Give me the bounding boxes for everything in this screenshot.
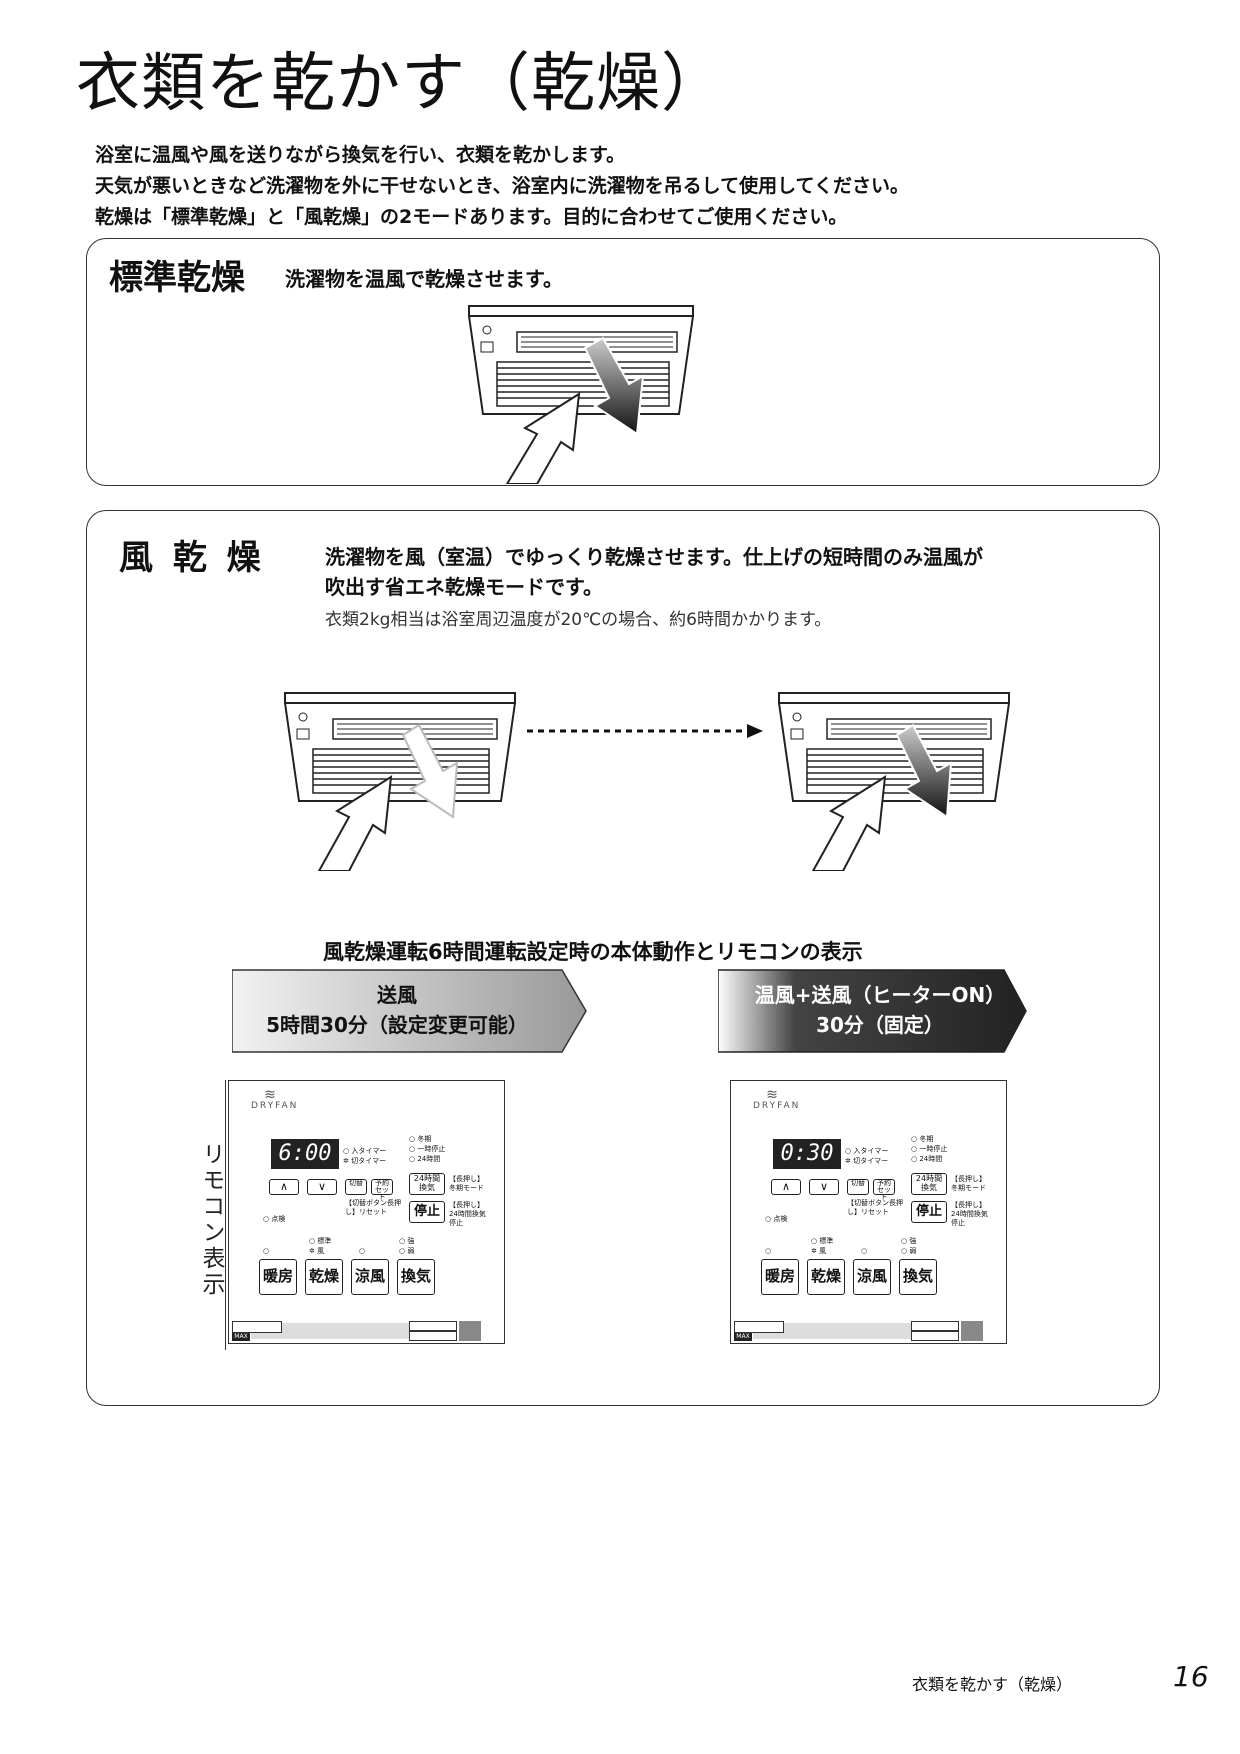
standard-description: 洗濯物を温風で乾燥させます。 xyxy=(285,267,563,291)
longpress-winter-note: 【長押し】冬期モード xyxy=(951,1175,986,1192)
strong-label: ○ 強 xyxy=(399,1237,415,1245)
switch-button[interactable]: 切替 xyxy=(847,1179,869,1195)
vent-button[interactable]: 換気 xyxy=(397,1259,435,1295)
wind-note: 衣類2kg相当は浴室周辺温度が20℃の場合、約6時間かかります。 xyxy=(325,610,832,630)
step-1-chevron xyxy=(232,969,587,1053)
strong-label: ○ 強 xyxy=(901,1237,917,1245)
up-button[interactable]: ∧ xyxy=(771,1179,801,1195)
wind-description-1: 洗濯物を風（室温）でゆっくり乾燥させます。仕上げの短時間のみ温風が xyxy=(325,545,983,569)
timer-display: 6:00 xyxy=(271,1139,339,1169)
on-timer-label: ○ 入タイマー xyxy=(845,1147,889,1155)
intro-line: 乾燥は「標準乾燥」と「風乾燥」の2モードあります。目的に合わせてご使用ください。 xyxy=(95,206,848,228)
on-timer-label: ○ 入タイマー xyxy=(343,1147,387,1155)
stop-button[interactable]: 停止 xyxy=(911,1201,947,1223)
standard-heading: 標準乾燥 xyxy=(109,258,245,298)
page-number: 16 xyxy=(1173,1660,1209,1693)
remote-bottom-strip: MAX xyxy=(731,1319,1006,1343)
step-2-line: 30分（固定） xyxy=(816,1013,944,1037)
weak-label: ○ 弱 xyxy=(901,1247,917,1255)
wind-description-2: 吹出す省エネ乾燥モードです。 xyxy=(325,575,603,599)
down-button[interactable]: ∨ xyxy=(809,1179,839,1195)
dry-button[interactable]: 乾燥 xyxy=(807,1259,845,1295)
step-1-label: 送風 5時間30分（設定変更可能） xyxy=(232,980,562,1040)
wind-label: ✲ 風 xyxy=(811,1247,827,1255)
remote-control-1: ≋DRYFAN 6:00 ○ 入タイマー ✲ 切タイマー ○ 冬期 ○ 一時停止… xyxy=(228,1080,505,1344)
standard-label: ○ 標準 xyxy=(811,1237,834,1245)
remote-display-label-box: リモコン表示 xyxy=(190,1080,226,1350)
wind-heading: 風 乾 燥 xyxy=(119,538,265,578)
step-1-line: 5時間30分（設定変更可能） xyxy=(266,1013,528,1037)
cool-led: ○ xyxy=(359,1247,366,1255)
step-2-chevron xyxy=(718,969,1027,1053)
check-label: ○ 点検 xyxy=(765,1215,788,1223)
heat-button[interactable]: 暖房 xyxy=(259,1259,297,1295)
check-label: ○ 点検 xyxy=(263,1215,286,1223)
weak-label: ○ 弱 xyxy=(399,1247,415,1255)
remote-display-label: リモコン表示 xyxy=(198,1142,224,1298)
intro-line: 浴室に温風や風を送りながら換気を行い、衣類を乾かします。 xyxy=(95,144,626,166)
longpress-24h-note: 【長押し】24時間換気停止 xyxy=(449,1201,486,1227)
remote-control-2: ≋DRYFAN 0:30 ○ 入タイマー ✲ 切タイマー ○ 冬期 ○ 一時停止… xyxy=(730,1080,1007,1344)
heat-led: ○ xyxy=(765,1247,772,1255)
page-title: 衣類を乾かす（乾燥） xyxy=(76,47,726,121)
footer-label: 衣類を乾かす（乾燥） xyxy=(911,1675,1072,1694)
reset-note: 【切替ボタン長押し】リセット xyxy=(345,1199,401,1216)
24h-label: ○ 24時間 xyxy=(409,1155,441,1163)
timer-display: 0:30 xyxy=(773,1139,841,1169)
pause-label: ○ 一時停止 xyxy=(911,1145,948,1153)
dryfan-logo: ≋DRYFAN xyxy=(251,1087,299,1111)
standard-label: ○ 標準 xyxy=(309,1237,332,1245)
max-label: MAX xyxy=(232,1333,250,1341)
remote-bottom-strip: MAX xyxy=(229,1319,504,1343)
24h-label: ○ 24時間 xyxy=(911,1155,943,1163)
reserve-set-button[interactable]: 予約セット xyxy=(371,1179,393,1201)
cool-led: ○ xyxy=(861,1247,868,1255)
step-1-line: 送風 xyxy=(377,983,417,1007)
down-button[interactable]: ∨ xyxy=(307,1179,337,1195)
cool-button[interactable]: 涼風 xyxy=(351,1259,389,1295)
cool-button[interactable]: 涼風 xyxy=(853,1259,891,1295)
longpress-24h-note: 【長押し】24時間換気停止 xyxy=(951,1201,988,1227)
dry-button[interactable]: 乾燥 xyxy=(305,1259,343,1295)
reset-note: 【切替ボタン長押し】リセット xyxy=(847,1199,903,1216)
up-button[interactable]: ∧ xyxy=(269,1179,299,1195)
step-2-label: 温風+送風（ヒーターON） 30分（固定） xyxy=(740,980,1020,1040)
max-label: MAX xyxy=(734,1333,752,1341)
wind-drying-panel: 風 乾 燥 洗濯物を風（室温）でゆっくり乾燥させます。仕上げの短時間のみ温風が … xyxy=(86,510,1160,1406)
fan-unit-diagram xyxy=(777,692,1011,871)
intro-text: 浴室に温風や風を送りながら換気を行い、衣類を乾かします。 天気が悪いときなど洗濯… xyxy=(95,140,909,233)
fan-unit-diagram xyxy=(283,692,517,871)
heat-led: ○ xyxy=(263,1247,270,1255)
fan-unit-diagram xyxy=(467,305,695,484)
vent-button[interactable]: 換気 xyxy=(899,1259,937,1295)
sequence-title: 風乾燥運転6時間運転設定時の本体動作とリモコンの表示 xyxy=(323,940,863,964)
wind-label: ✲ 風 xyxy=(309,1247,325,1255)
longpress-winter-note: 【長押し】冬期モード xyxy=(449,1175,484,1192)
step-2-line: 温風+送風（ヒーターON） xyxy=(754,983,1006,1007)
reserve-set-button[interactable]: 予約セット xyxy=(873,1179,895,1201)
heat-button[interactable]: 暖房 xyxy=(761,1259,799,1295)
24h-vent-button[interactable]: 24時間換気 xyxy=(409,1173,445,1195)
off-timer-label: ✲ 切タイマー xyxy=(343,1157,387,1165)
dryfan-logo: ≋DRYFAN xyxy=(753,1087,801,1111)
intro-line: 天気が悪いときなど洗濯物を外に干せないとき、浴室内に洗濯物を吊るして使用してくだ… xyxy=(95,175,909,197)
pause-label: ○ 一時停止 xyxy=(409,1145,446,1153)
winter-label: ○ 冬期 xyxy=(409,1135,432,1143)
winter-label: ○ 冬期 xyxy=(911,1135,934,1143)
off-timer-label: ✲ 切タイマー xyxy=(845,1157,889,1165)
transition-arrow xyxy=(527,724,763,738)
standard-drying-panel: 標準乾燥 洗濯物を温風で乾燥させます。 xyxy=(86,238,1160,486)
switch-button[interactable]: 切替 xyxy=(345,1179,367,1195)
24h-vent-button[interactable]: 24時間換気 xyxy=(911,1173,947,1195)
stop-button[interactable]: 停止 xyxy=(409,1201,445,1223)
